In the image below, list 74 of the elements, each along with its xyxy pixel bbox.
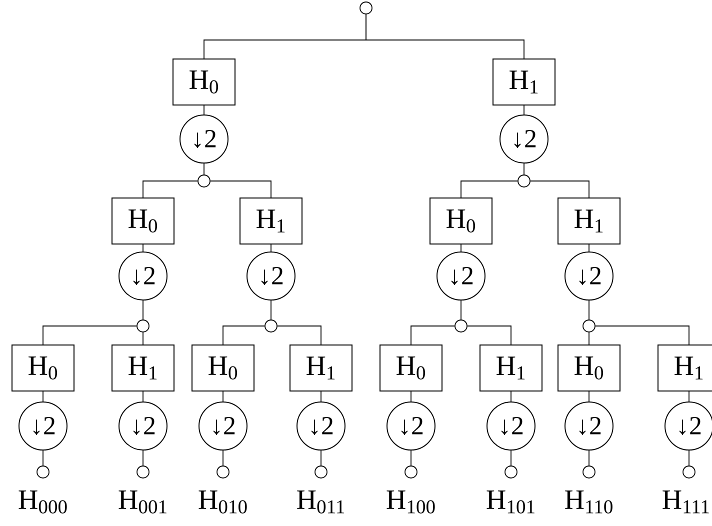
- connector-line: [210, 180, 272, 198]
- connector-line: [688, 450, 690, 466]
- connector-line: [142, 332, 144, 345]
- connector-line: [588, 391, 590, 402]
- output-label: H$_{011}$: [297, 490, 344, 514]
- connector-line: [142, 244, 144, 252]
- output-label: H$_{001}$: [118, 490, 166, 514]
- connector-line: [42, 450, 44, 466]
- filter-box: H$_{0}$: [380, 344, 442, 392]
- terminal-circle: [682, 466, 696, 478]
- filter-box: H$_{1}$: [480, 344, 542, 392]
- connector-line: [588, 450, 590, 466]
- connector-line: [410, 391, 412, 402]
- connector-line: [410, 450, 412, 466]
- output-label: H$_{100}$: [386, 490, 435, 514]
- junction-circle: [198, 174, 210, 188]
- connector-line: [595, 326, 690, 345]
- filter-box: H$_{0}$: [430, 198, 492, 244]
- terminal-circle: [404, 466, 418, 478]
- junction-circle: [360, 2, 372, 14]
- connector-line: [688, 391, 690, 402]
- junction-circle: [518, 174, 530, 188]
- filter-box: H$_{1}$: [492, 58, 556, 106]
- terminal-circle: [582, 466, 596, 478]
- connector-line: [510, 450, 512, 466]
- connector-line: [142, 180, 198, 198]
- filter-box: H$_{1}$: [290, 344, 352, 392]
- filter-box: H$_{0}$: [192, 344, 254, 392]
- connector-line: [270, 300, 272, 320]
- connector-line: [270, 244, 272, 252]
- filter-box: H$_{1}$: [658, 344, 712, 392]
- connector-line: [222, 450, 224, 466]
- terminal-circle: [504, 466, 518, 478]
- filter-box: H$_{1}$: [112, 344, 174, 392]
- output-label: H$_{110}$: [565, 490, 612, 514]
- output-label: H$_{010}$: [198, 490, 247, 514]
- connector-line: [510, 391, 512, 402]
- connector-line: [222, 391, 224, 402]
- connector-line: [460, 180, 518, 198]
- connector-line: [320, 450, 322, 466]
- connector-line: [277, 326, 322, 345]
- terminal-circle: [314, 466, 328, 478]
- connector-line: [142, 450, 144, 466]
- junction-circle: [454, 320, 468, 332]
- connector-line: [460, 244, 462, 252]
- terminal-circle: [136, 466, 150, 478]
- connector-line: [42, 326, 137, 345]
- junction-circle: [582, 320, 596, 332]
- output-label: H$_{111}$: [662, 490, 709, 514]
- filter-box: H$_{0}$: [558, 344, 620, 392]
- terminal-circle: [216, 466, 230, 478]
- connector-line: [410, 326, 455, 345]
- output-label: H$_{000}$: [18, 490, 67, 514]
- connector-line: [142, 391, 144, 402]
- filter-box: H$_{0}$: [12, 344, 74, 392]
- terminal-circle: [36, 466, 50, 478]
- output-label: H$_{101}$: [486, 490, 534, 514]
- junction-circle: [136, 320, 150, 332]
- connector-line: [142, 300, 144, 320]
- connector-line: [320, 391, 322, 402]
- connector-line: [588, 244, 590, 252]
- connector-line: [366, 14, 524, 59]
- filter-box: H$_{0}$: [172, 58, 236, 106]
- filter-box: H$_{1}$: [558, 198, 620, 244]
- filter-box: H$_{0}$: [112, 198, 174, 244]
- connector-line: [588, 332, 590, 345]
- junction-circle: [264, 320, 278, 332]
- filter-box: H$_{1}$: [240, 198, 302, 244]
- connector-line: [222, 326, 265, 345]
- connector-line: [588, 300, 590, 320]
- connector-line: [467, 326, 512, 345]
- connector-line: [460, 300, 462, 320]
- connector-line: [42, 391, 44, 402]
- connector-line: [530, 180, 590, 198]
